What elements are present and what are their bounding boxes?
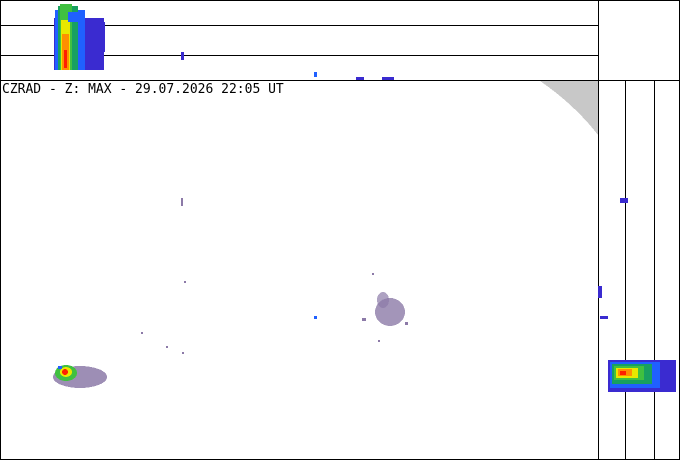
storm-cell-southwest [53, 365, 107, 388]
top-cross-section-echo [54, 4, 394, 80]
right-cross-section-echo [598, 198, 676, 392]
weak-echo-cluster [362, 273, 408, 342]
out-of-range-area [540, 81, 598, 135]
isolated-echoes [141, 198, 317, 354]
product-title: CZRAD - Z: MAX - 29.07.2026 22:05 UT [2, 82, 284, 97]
